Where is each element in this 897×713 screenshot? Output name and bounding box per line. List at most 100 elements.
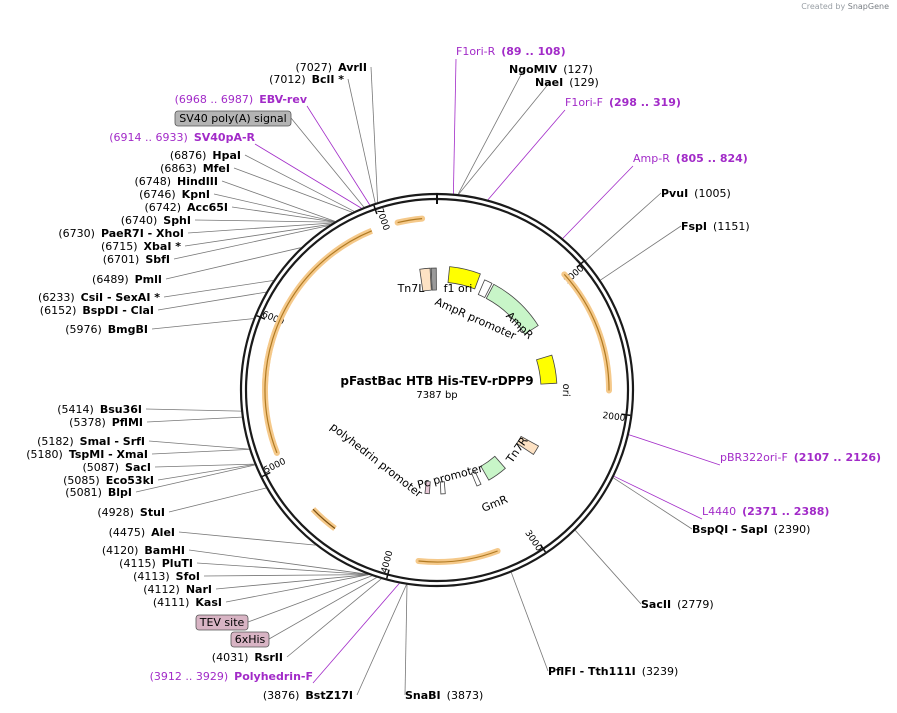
- enzyme-label-left-1: (7012)BclI *: [269, 73, 344, 86]
- enzyme-label-left-6-part2: Acc65I: [187, 201, 228, 214]
- orf-arc-line: [264, 230, 373, 388]
- enzyme-label-left-4: (6748)HindIII: [134, 175, 218, 188]
- enzyme-leader: [457, 68, 525, 195]
- feature-tag-box: [195, 614, 249, 631]
- enzyme-label-left-18-part1: (5180): [26, 448, 63, 461]
- ampr-promoter-arrow: [477, 279, 493, 299]
- enzyme-label-left-29-part1: (4031): [212, 651, 249, 664]
- enzyme-label-left-25-part1: (4115): [119, 557, 156, 570]
- feature-label-ori: ori: [560, 383, 571, 396]
- enzyme-label-left-9-part2: XbaI *: [144, 240, 182, 253]
- enzyme-label-left-2-part1: (6876): [170, 149, 207, 162]
- enzyme-label-2-part2: (1005): [694, 187, 731, 200]
- tn7r-box: [516, 435, 540, 456]
- enzyme-label-5: SacII (2779): [641, 598, 714, 611]
- enzyme-label-2-part1: PvuI: [661, 187, 688, 200]
- primer-label-3: pBR322ori-F(2107 .. 2126): [720, 451, 881, 464]
- enzyme-label-left-19-part2: SacI: [125, 461, 151, 474]
- feature-label-polyhedrin-promoter: polyhedrin promoter: [328, 420, 425, 500]
- enzyme-label-left-25: (4115) PluTI: [119, 557, 193, 570]
- enzyme-label-left-30-part2: BstZ17I: [305, 689, 353, 702]
- enzyme-leader: [145, 408, 242, 412]
- primer-label-left-2: (3912 .. 3929)Polyhedrin-F: [150, 670, 313, 683]
- tick-mark: [576, 260, 585, 268]
- enzyme-label-5-part1: SacII: [641, 598, 671, 611]
- credit-prefix: Created by: [801, 2, 846, 11]
- feature-label-pc-promoter: Pc promoter: [416, 462, 485, 492]
- orf-arc-line: [563, 273, 610, 391]
- orf-arc: [262, 228, 373, 388]
- enzyme-label-left-25-part2: PluTI: [162, 557, 193, 570]
- enzyme-label-left-11-part1: (6489): [92, 273, 129, 286]
- enzyme-label-left-9: (6715)XbaI *: [101, 240, 181, 253]
- feature-label-tn7l: Tn7L: [397, 282, 426, 295]
- primer-label-4: L4440(2371 .. 2388): [702, 505, 829, 518]
- enzyme-label-3-part1: FspI: [681, 220, 707, 233]
- enzyme-label-left-22: (4928)StuI: [97, 506, 165, 519]
- enzyme-label-left-14: (5976) BmgBI: [65, 323, 148, 336]
- enzyme-label-left-1-part1: (7012): [269, 73, 306, 86]
- tick-label: 2000: [602, 411, 626, 424]
- plasmid-length: 7387 bp: [416, 390, 457, 401]
- enzyme-leader: [225, 574, 369, 603]
- primer-label-1: F1ori-F(298 .. 319): [565, 96, 681, 109]
- enzyme-label-left-17-part1: (5182): [37, 435, 74, 448]
- enzyme-label-5-part2: (2779): [677, 598, 714, 611]
- enzyme-label-left-24-part2: BamHI: [144, 544, 185, 557]
- enzyme-label-2: PvuI (1005): [661, 187, 731, 200]
- enzyme-label-left-3-part1: (6863): [160, 162, 197, 175]
- tick-label: 4000: [380, 549, 396, 574]
- enzyme-leader: [370, 66, 378, 203]
- tick-mark: [373, 205, 378, 215]
- enzyme-leader: [154, 463, 255, 468]
- enzyme-leader: [168, 487, 267, 513]
- enzyme-leader: [184, 223, 331, 247]
- enzyme-label-left-18-part2: TspMI - XmaI: [69, 448, 148, 461]
- enzyme-label-left-14-part1: (5976): [65, 323, 102, 336]
- enzyme-leader: [213, 193, 335, 222]
- enzyme-label-3: FspI(1151): [681, 220, 750, 233]
- tick-mark: [539, 544, 547, 553]
- enzyme-label-left-22-part2: StuI: [140, 506, 165, 519]
- enzyme-leader: [178, 531, 316, 546]
- enzyme-label-6-part2: (3239): [642, 665, 679, 678]
- primer-label-left-1-part2: SV40pA-R: [194, 131, 256, 144]
- enzyme-label-left-16-part2: PflMI: [112, 416, 143, 429]
- enzyme-label-6: PflFI - Tth111I(3239): [548, 665, 678, 678]
- enzyme-label-left-26-part1: (4113): [133, 570, 170, 583]
- feature-tag-label: 6xHis: [235, 633, 266, 646]
- enzyme-label-left-27-part1: (4112): [143, 583, 180, 596]
- enzyme-label-4-part1: BspQI - SapI: [692, 523, 768, 536]
- enzyme-leader: [165, 247, 301, 280]
- enzyme-label-left-28-part2: KasI: [195, 596, 222, 609]
- enzyme-leader: [510, 572, 549, 672]
- enzyme-label-left-17-part2: SmaI - SrfI: [80, 435, 145, 448]
- enzyme-leader: [574, 530, 642, 605]
- enzyme-label-left-14-part2: BmgBI: [108, 323, 148, 336]
- enzyme-label-left-21: (5081)BlpI: [65, 486, 132, 499]
- enzyme-label-left-19: (5087) SacI: [82, 461, 151, 474]
- primer-leader: [312, 583, 400, 684]
- enzyme-label-left-20-part1: (5085): [63, 474, 100, 487]
- enzyme-label-left-2-part2: HpaI: [212, 149, 241, 162]
- enzyme-label-left-8-part2: PaeR7I - XhoI: [101, 227, 184, 240]
- primer-label-0: F1ori-R(89 .. 108): [456, 45, 566, 58]
- primer-leader: [613, 475, 703, 520]
- enzyme-label-left-19-part1: (5087): [82, 461, 119, 474]
- primer-label-2-part1: Amp-R: [633, 152, 670, 165]
- feature-tag-box: [174, 110, 292, 127]
- enzyme-label-left-7: (6740)SphI: [121, 214, 191, 227]
- primer-leader: [254, 143, 362, 209]
- enzyme-leader: [231, 206, 335, 223]
- enzyme-label-0: NgoMIV(127): [509, 63, 593, 76]
- enzyme-leader: [173, 225, 329, 260]
- pc-promoter-marker: [471, 471, 482, 487]
- enzyme-label-left-13-part2: BspDI - ClaI: [82, 304, 154, 317]
- enzyme-label-left-21-part2: BlpI: [108, 486, 132, 499]
- enzyme-label-left-20-part2: Eco53kI: [106, 474, 154, 487]
- enzyme-label-left-20: (5085) Eco53kI: [63, 474, 154, 487]
- primer-label-left-1: (6914 .. 6933)SV40pA-R: [109, 131, 255, 144]
- ori-arrow: [536, 354, 558, 385]
- enzyme-label-left-11-part2: PmlI: [135, 273, 162, 286]
